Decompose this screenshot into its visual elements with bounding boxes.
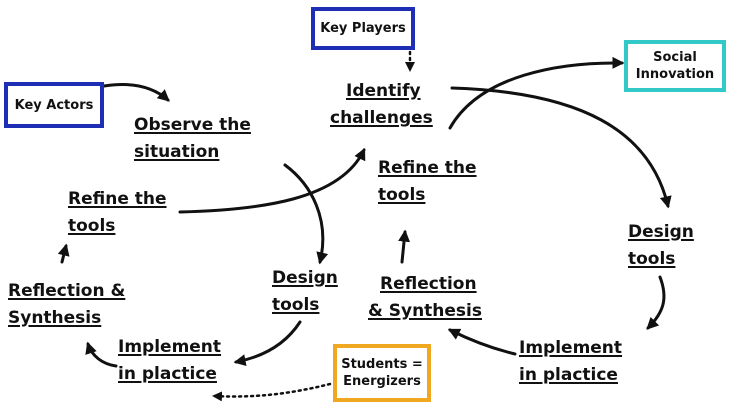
arrow-keyactors-to-observe [102,83,170,102]
key-players-label: Key Players [320,21,406,36]
observe-situation-node: Observe the situation [134,115,251,162]
arrow-design-to-implement [233,320,302,367]
arrow-observe-to-design [283,163,329,265]
key-players-box: Key Players [311,7,415,50]
arrow-implement-to-reflection-right [447,328,517,356]
identify-challenges-node: Identify challenges [330,81,433,128]
arrow-reflection-to-refine [57,243,70,264]
reflection-synthesis-node-left: Reflection & Synthesis [8,281,126,328]
key-actors-label: Key Actors [14,97,94,113]
social-innovation-box: Social Innovation [624,40,726,92]
arrow-design-to-implement-right [646,275,666,330]
design-tools-node-left: Design tools [272,268,338,315]
arrow-reflection-to-refine-right [398,229,411,264]
students-box: Students = Energizers [333,344,431,402]
reflection-synthesis-node-right: Reflection & Synthesis [368,274,482,321]
arrow-refine-to-identify [178,147,366,214]
arrow-students-to-implement [212,382,332,402]
implement-practice-node-left: Implement in plactice [118,337,222,384]
refine-tools-node-left: Refine the tools [68,189,167,236]
implement-practice-node-right: Implement in plactice [519,338,623,385]
refine-tools-node-right: Refine the tools [378,158,477,205]
arrow-identify-to-social [448,56,625,130]
students-text: Students = Energizers [341,357,423,389]
arrow-identify-to-design [450,86,672,209]
arrow-implement-to-reflection [85,341,118,368]
key-actors-box: Key Actors [4,82,104,128]
design-tools-node-right: Design tools [628,222,694,269]
social-innovation-text: Social Innovation [635,50,715,82]
